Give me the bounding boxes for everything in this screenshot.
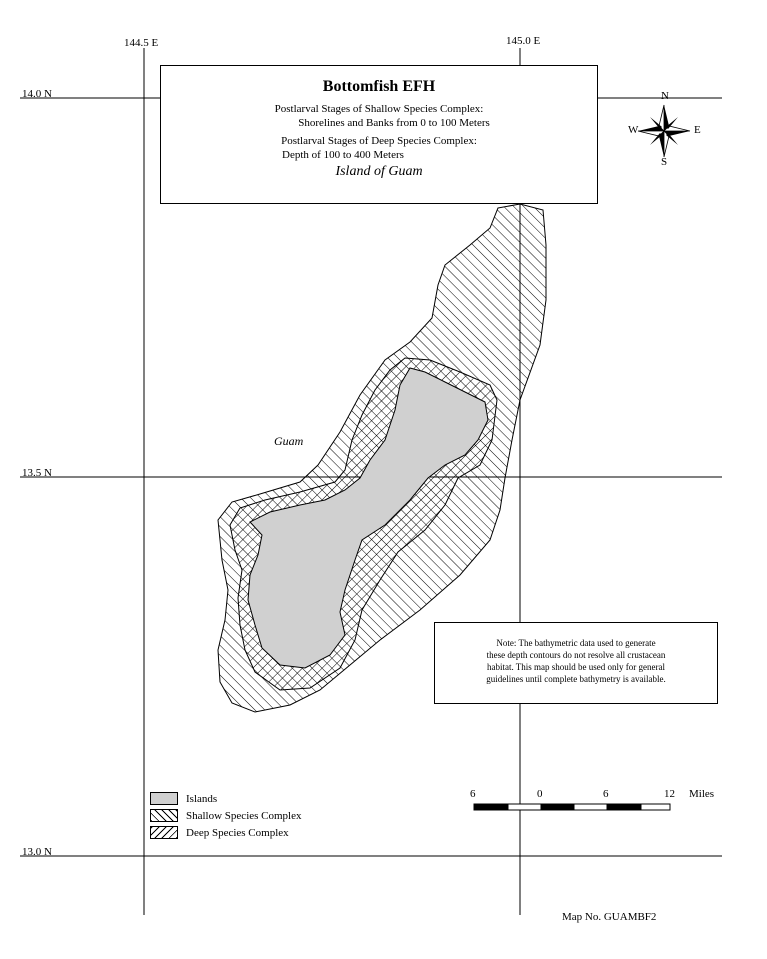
lat-label-13-0: 13.0 N [22, 846, 52, 858]
legend-item-islands: Islands [150, 790, 302, 807]
scale-tick-label: 12 [664, 788, 675, 800]
note-line-4: guidelines until complete bathymetry is … [486, 674, 666, 684]
compass-w-label: W [628, 124, 639, 136]
guam-island [247, 367, 489, 669]
scale-segment-3 [540, 803, 575, 811]
scale-segment-2 [507, 803, 542, 811]
scale-segment-5 [606, 803, 642, 811]
note-line-2: these depth contours do not resolve all … [486, 650, 666, 660]
legend-label-islands: Islands [186, 792, 218, 805]
deep-description: Postlarval Stages of Deep Species Comple… [161, 134, 597, 162]
compass-e-label: E [694, 124, 701, 136]
scale-tick-label: 6 [603, 788, 609, 800]
legend-label-deep: Deep Species Complex [186, 826, 289, 839]
lon-label-144-5: 144.5 E [124, 37, 159, 49]
compass-rose-icon [637, 104, 691, 158]
note-line-1: Note: The bathymetric data used to gener… [496, 638, 656, 648]
lat-label-14-0: 14.0 N [22, 88, 52, 100]
scale-segment-4 [573, 803, 608, 811]
shallow-line-2: Shorelines and Banks from 0 to 100 Meter… [298, 117, 490, 129]
lat-label-13-5: 13.5 N [22, 467, 52, 479]
guam-place-label: Guam [274, 434, 304, 448]
lon-label-145-0: 145.0 E [506, 35, 541, 47]
note-line-3: habitat. This map should be used only fo… [486, 662, 666, 672]
compass-n-label: N [661, 90, 669, 102]
legend-swatch-deep [150, 826, 178, 839]
scale-segment-1 [473, 803, 509, 811]
legend: Islands Shallow Species Complex Deep Spe… [150, 790, 302, 841]
scale-tick-label: 0 [537, 788, 543, 800]
legend-item-deep: Deep Species Complex [150, 824, 302, 841]
legend-label-shallow: Shallow Species Complex [186, 809, 302, 822]
scale-tick-label: 6 [470, 788, 476, 800]
scale-bar [473, 803, 671, 811]
note-box: Note: The bathymetric data used to gener… [434, 622, 718, 704]
map-number: Map No. GUAMBF2 [562, 911, 657, 923]
legend-swatch-shallow [150, 809, 178, 822]
compass-s-label: S [661, 156, 668, 168]
legend-item-shallow: Shallow Species Complex [150, 807, 302, 824]
scale-unit-label: Miles [689, 788, 715, 800]
region-title: Island of Guam [335, 164, 423, 179]
legend-swatch-islands [150, 792, 178, 805]
shallow-line-1: Postlarval Stages of Shallow Species Com… [274, 103, 484, 115]
deep-line-1: Postlarval Stages of Deep Species Comple… [281, 135, 477, 147]
shallow-description: Postlarval Stages of Shallow Species Com… [161, 102, 597, 130]
deep-line-2: Depth of 100 to 400 Meters [282, 149, 404, 161]
title-box: Bottomfish EFH Postlarval Stages of Shal… [160, 65, 598, 204]
scale-segment-6 [640, 803, 671, 811]
map-title: Bottomfish EFH [322, 78, 436, 95]
